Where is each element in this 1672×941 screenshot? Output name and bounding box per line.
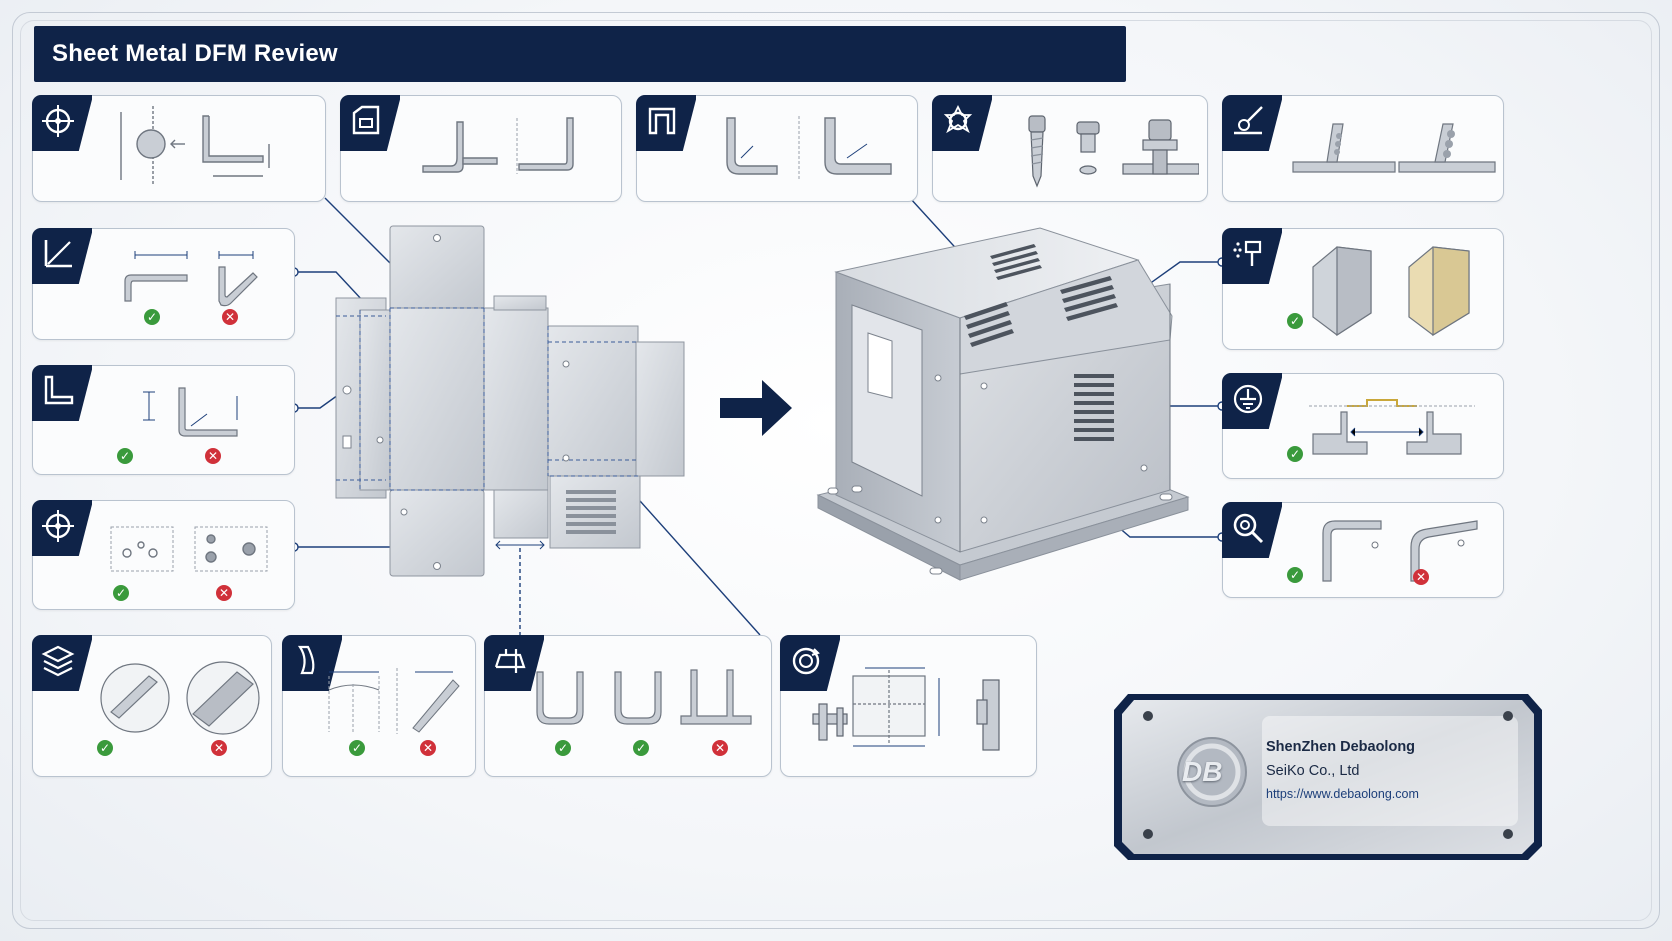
- card-forming-channel: ✓ ✓ ✕: [484, 635, 772, 777]
- card-tolerance: [780, 635, 1037, 777]
- card-hole-to-edge: [32, 95, 326, 202]
- pass-check-icon: ✓: [113, 585, 129, 601]
- connector-line: [631, 491, 761, 636]
- material-layers-icon: [32, 635, 92, 691]
- flange-bend-icon: [340, 95, 400, 151]
- card-inside-radius: [636, 95, 918, 202]
- paint-spray-icon: [1222, 228, 1282, 284]
- fail-cross-icon: ✕: [712, 740, 728, 756]
- pass-check-icon: ✓: [633, 740, 649, 756]
- u-channel-icon: [636, 95, 696, 151]
- connector-line: [294, 524, 406, 548]
- connector-line: [1137, 261, 1222, 293]
- company-suffix: SeiKo Co., Ltd: [1266, 763, 1360, 779]
- inner-frame: [20, 20, 1652, 921]
- title-banner: [34, 26, 1126, 82]
- card-pem-hardware: [932, 95, 1208, 202]
- radius-sketch: [726, 116, 892, 180]
- hole-spacing-icon: [32, 500, 92, 556]
- folded-enclosure: [816, 227, 1190, 581]
- company-badge-plate: [1114, 694, 1542, 860]
- fold-arrow: [720, 380, 792, 436]
- pass-check-icon: ✓: [349, 740, 365, 756]
- pass-check-icon: ✓: [97, 740, 113, 756]
- bend-relief-icon: [32, 365, 92, 421]
- company-name: ShenZhen Debaolong: [1266, 739, 1416, 755]
- pass-check-icon: ✓: [144, 309, 160, 325]
- outer-frame: [12, 12, 1660, 929]
- pass-check-icon: ✓: [1287, 446, 1303, 462]
- company-logo-icon: DB: [1182, 756, 1223, 787]
- fail-cross-icon: ✕: [420, 740, 436, 756]
- pem-fastener-icon: [932, 95, 992, 151]
- tolerance-sketch: [812, 667, 1000, 751]
- channel-sketch: [536, 669, 752, 725]
- fail-cross-icon: ✕: [222, 309, 238, 325]
- coating-sketch: [1312, 246, 1470, 337]
- card-hole-spacing: ✓ ✕: [32, 500, 295, 610]
- fail-cross-icon: ✕: [1413, 569, 1429, 585]
- company-url-link[interactable]: https://www.debaolong.com: [1266, 787, 1419, 801]
- weld-torch-icon: [1222, 95, 1282, 151]
- bend-angle-sketch: [124, 251, 258, 307]
- ground-sketch: [1309, 399, 1475, 455]
- pass-check-icon: ✓: [1287, 567, 1303, 583]
- card-paint-coating: ✓: [1222, 228, 1504, 350]
- card-weld-seam: [1222, 95, 1504, 202]
- hardware-sketch: [1028, 115, 1199, 188]
- card-material-thickness: ✓ ✕: [32, 635, 272, 777]
- hole-position-icon: [32, 95, 92, 151]
- pass-check-icon: ✓: [1287, 313, 1303, 329]
- edge-sketch: [328, 668, 460, 734]
- card-flange-length: [340, 95, 622, 202]
- card-bend-relief: ✓ ✕: [32, 365, 295, 475]
- hole-edge-sketch: [120, 106, 270, 184]
- flange-sketch: [422, 117, 574, 174]
- inspection-sketch: [1322, 520, 1478, 582]
- spacing-sketch: [110, 526, 268, 572]
- card-inspection: ✓ ✕: [1222, 502, 1504, 598]
- fail-cross-icon: ✕: [205, 448, 221, 464]
- flat-pattern: [335, 225, 685, 577]
- bend-angle-icon: [32, 228, 92, 284]
- card-edge-cut: ✓ ✕: [282, 635, 476, 777]
- pass-check-icon: ✓: [117, 448, 133, 464]
- inspection-magnifier-icon: [1222, 502, 1282, 558]
- fail-cross-icon: ✕: [211, 740, 227, 756]
- ground-icon: [1222, 373, 1282, 429]
- card-bend-angle: ✓ ✕: [32, 228, 295, 340]
- weld-sketch: [1292, 123, 1496, 173]
- relief-sketch: [143, 387, 238, 437]
- card-grounding: ✓: [1222, 373, 1504, 479]
- fail-cross-icon: ✕: [216, 585, 232, 601]
- page-title: Sheet Metal DFM Review: [52, 40, 338, 67]
- pass-check-icon: ✓: [555, 740, 571, 756]
- thickness-sketch: [100, 661, 260, 735]
